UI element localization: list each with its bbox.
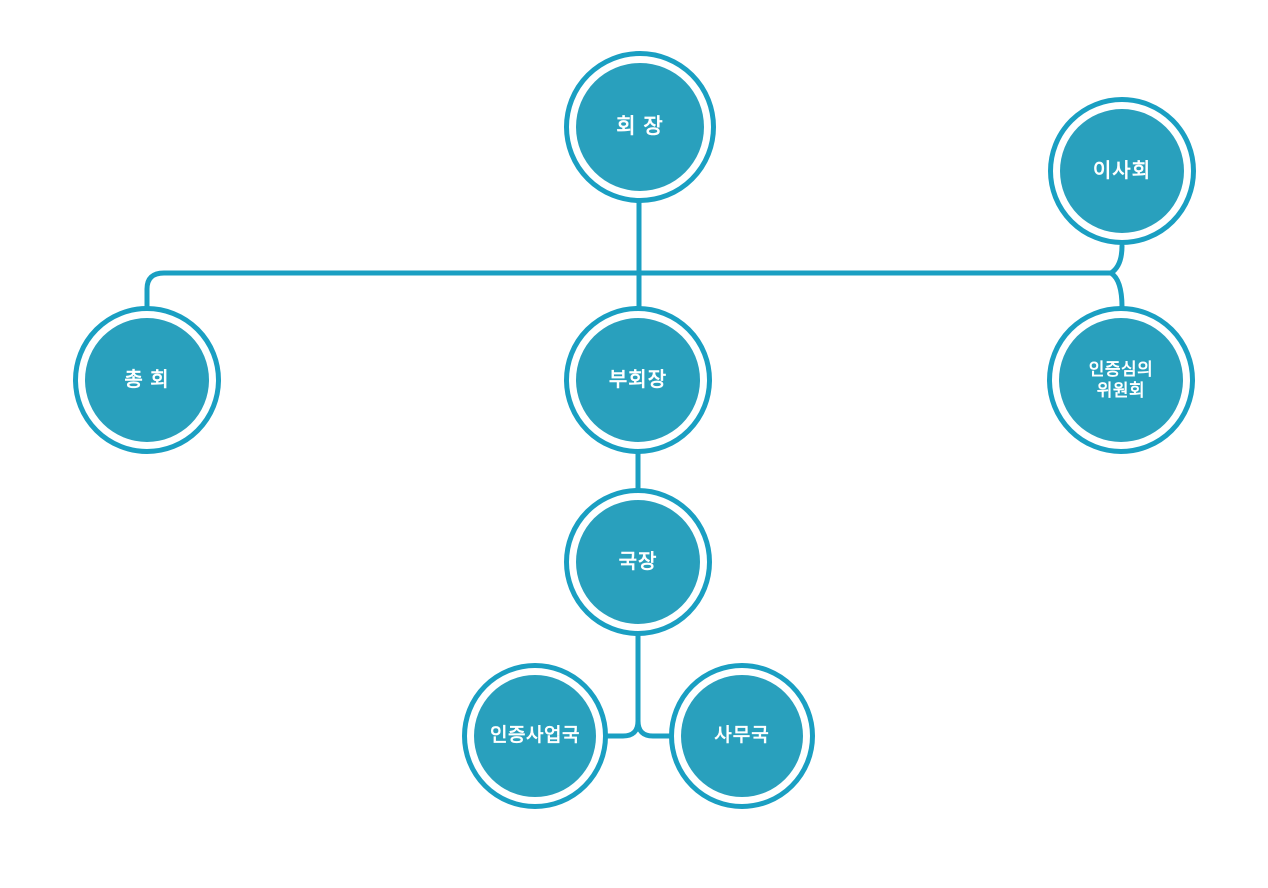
node-board-of-directors-label: 이사회 [1060,109,1184,233]
node-board-of-directors: 이사회 [1048,97,1196,245]
node-certification-review-committee: 인증심의 위원회 [1047,306,1195,454]
node-chairman: 회 장 [564,51,716,203]
node-secretariat: 사무국 [669,663,815,809]
edge-horizontal-bus [144,270,1114,311]
edge-director-bureau [603,718,641,739]
node-vice-chairman-label: 부회장 [576,318,700,442]
node-chairman-label: 회 장 [576,63,704,191]
node-certification-business-bureau: 인증사업국 [462,663,608,809]
node-vice-chairman: 부회장 [564,306,712,454]
edge-director-secretariat [635,718,674,739]
node-director: 국장 [564,488,712,636]
node-secretariat-label: 사무국 [681,675,803,797]
node-certification-review-committee-label: 인증심의 위원회 [1059,318,1183,442]
edge-board-committee [1106,243,1125,310]
node-general-assembly-label: 총 회 [85,318,209,442]
node-general-assembly: 총 회 [73,306,221,454]
node-director-label: 국장 [576,500,700,624]
node-certification-business-bureau-label: 인증사업국 [474,675,596,797]
